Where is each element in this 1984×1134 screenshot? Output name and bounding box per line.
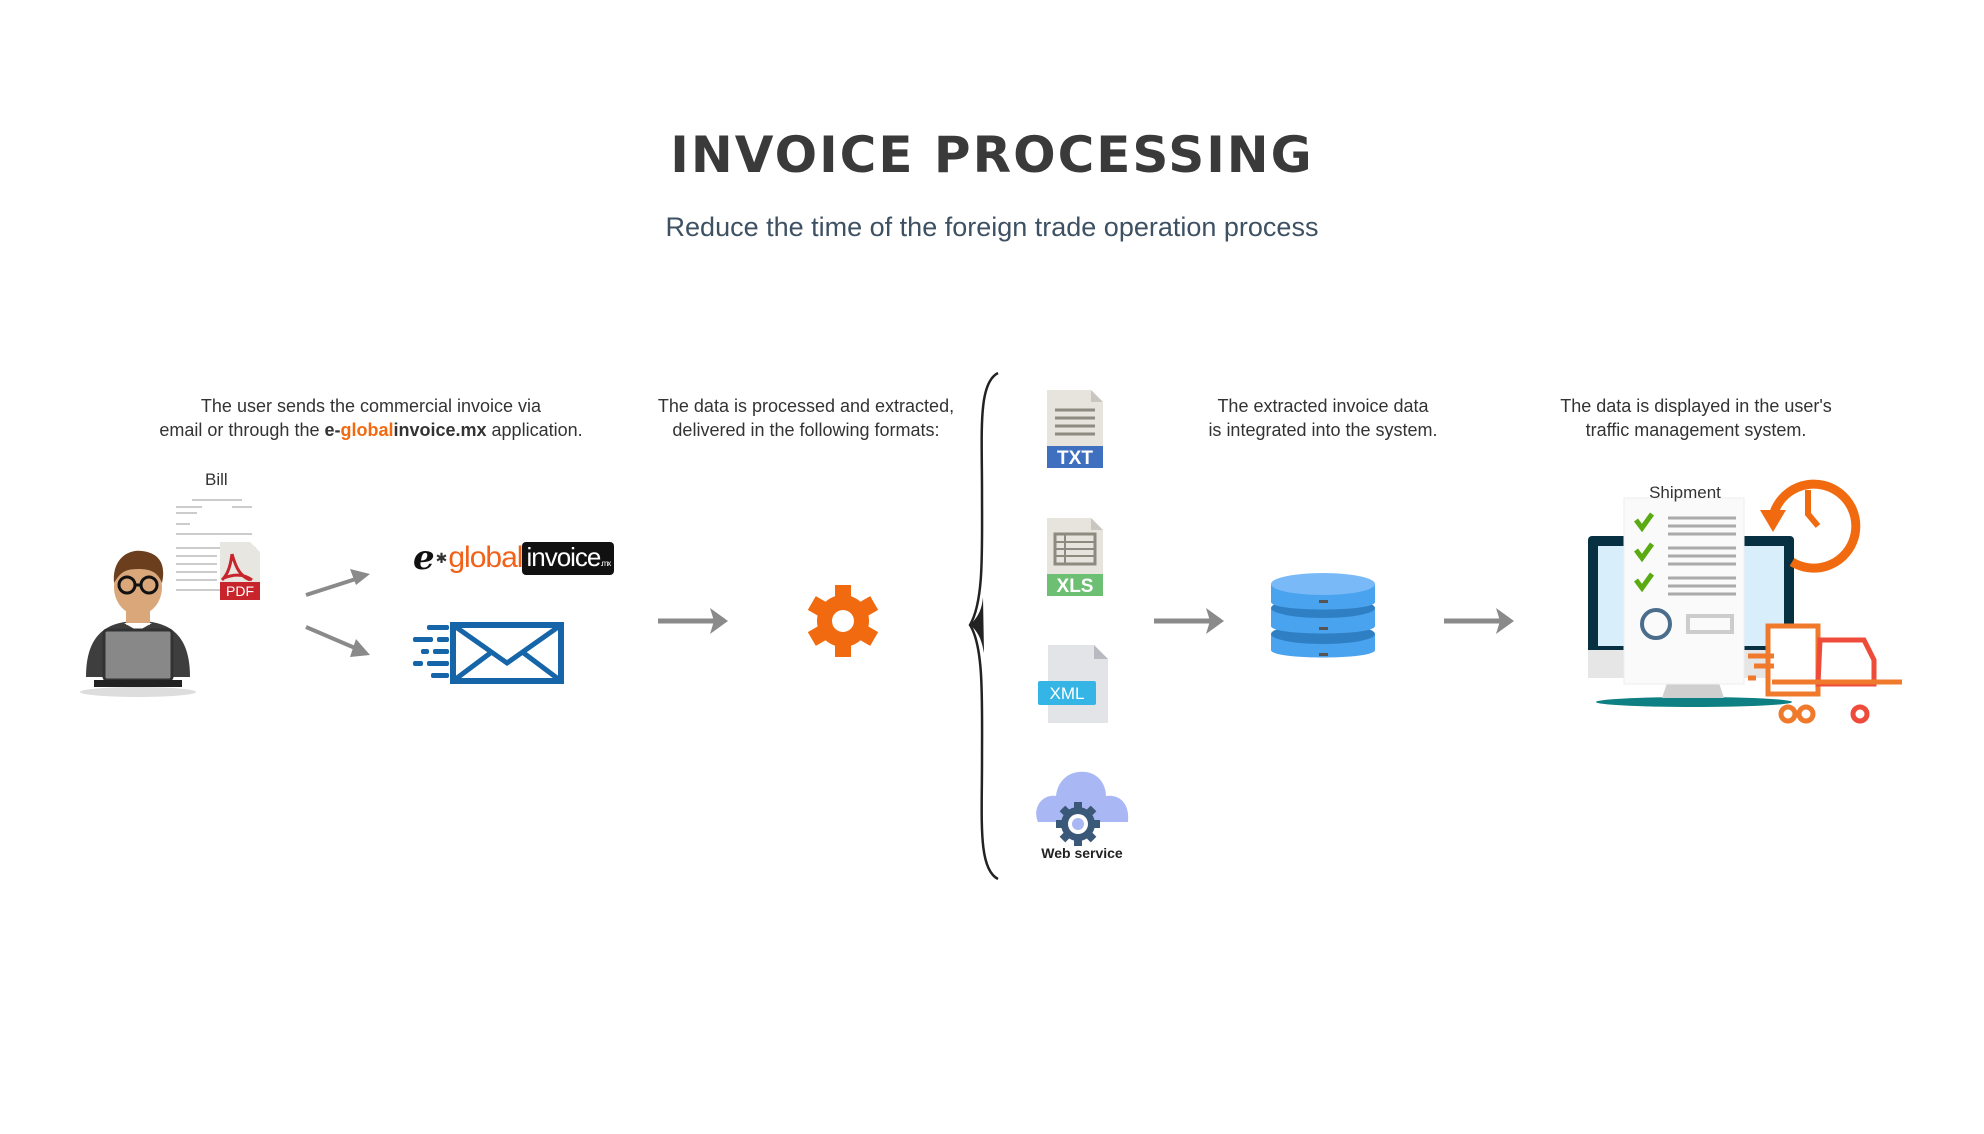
web-service-label: Web service <box>1041 845 1123 861</box>
step-2-line-2: delivered in the following formats: <box>672 420 940 440</box>
step-3-description: The extracted invoice data is integrated… <box>1063 394 1583 442</box>
step-2-description: The data is processed and extracted, del… <box>546 394 1066 442</box>
step-4-line-2: traffic management system. <box>1585 420 1807 440</box>
brand-global: global <box>340 420 394 440</box>
bill-label: Bill <box>205 470 228 489</box>
history-clock-icon <box>1760 479 1861 573</box>
page-subtitle: Reduce the time of the foreign trade ope… <box>665 212 1319 242</box>
txt-file-icon: TXT <box>1047 390 1103 469</box>
xml-file-icon: XML <box>1038 645 1108 723</box>
logo-mx: .mx <box>600 558 611 568</box>
brand-invoice-mx: invoice.mx <box>393 420 487 440</box>
xls-label: XLS <box>1057 576 1094 597</box>
formats-brace <box>968 371 999 881</box>
logo-invoice-box: invoice.mx <box>522 541 615 575</box>
logo-gear-icon: ✱ <box>435 549 448 566</box>
step-1-description: The user sends the commercial invoice vi… <box>111 394 631 442</box>
step-1-text: email or through the <box>159 420 325 440</box>
email-icon[interactable] <box>413 622 565 685</box>
pdf-label: PDF <box>226 583 254 599</box>
eglobalinvoice-logo[interactable]: e ✱ global invoice.mx <box>413 538 615 578</box>
page-title: INVOICE PROCESSING <box>670 126 1314 184</box>
step-1-line-2: email or through the e-globalinvoice.mx … <box>111 418 631 442</box>
step-4-line-1: The data is displayed in the user's <box>1560 396 1832 416</box>
step-1-line-1: The user sends the commercial invoice vi… <box>200 396 542 416</box>
user-with-laptop-icon <box>80 550 196 697</box>
txt-label: TXT <box>1057 448 1093 469</box>
step-4-description: The data is displayed in the user's traf… <box>1436 394 1956 442</box>
delivery-truck-icon <box>1748 623 1902 724</box>
brand-e: e- <box>324 420 341 440</box>
traffic-management-system-illustration: Shipment <box>1588 479 1902 724</box>
checkmark-icons <box>1634 512 1655 593</box>
database-icon <box>1271 573 1375 658</box>
shipment-label: Shipment <box>1649 483 1721 502</box>
arrow-to-database <box>1154 608 1224 634</box>
arrow-up-right <box>305 575 363 597</box>
logo-invoice: invoice <box>526 541 601 572</box>
step-3-line-2: is integrated into the system. <box>1208 420 1438 440</box>
step-3-line-1: The extracted invoice data <box>1217 396 1429 416</box>
xml-label: XML <box>1050 684 1085 703</box>
web-service-cloud-icon <box>1036 771 1129 846</box>
step-1-text-end: application. <box>486 420 583 440</box>
processing-gear-icon <box>807 585 879 657</box>
arrow-down-right <box>305 625 363 653</box>
logo-e: e <box>413 538 435 578</box>
invoice-document-icon: PDF <box>172 494 260 600</box>
arrow-to-system <box>1444 608 1514 634</box>
xls-file-icon: XLS <box>1047 518 1103 597</box>
logo-global: global <box>448 541 523 574</box>
arrows-to-channels <box>305 569 370 657</box>
arrow-to-processing <box>658 608 728 634</box>
step-2-line-1: The data is processed and extracted, <box>657 396 955 416</box>
